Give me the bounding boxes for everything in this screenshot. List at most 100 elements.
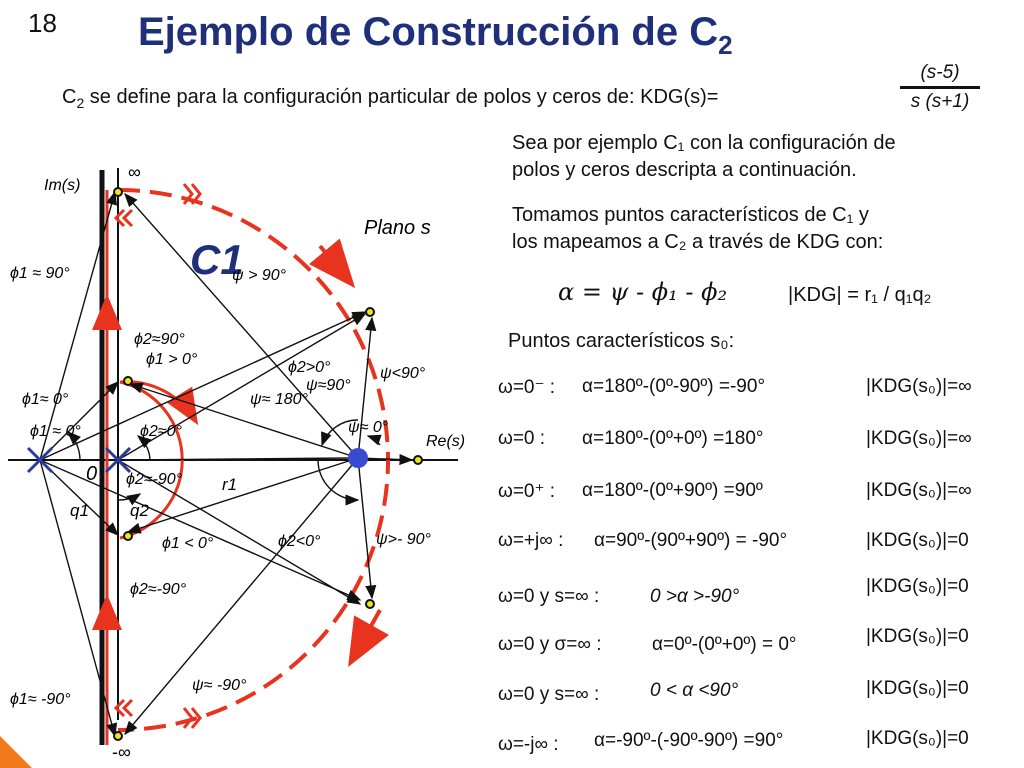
fraction-numerator: (s-5) [900, 62, 980, 89]
vector-q1-lower-small [39, 459, 120, 536]
intro-text: C2 se define para la configuración parti… [62, 86, 718, 111]
row-3-omega: ω=0⁺ : [498, 481, 556, 502]
angle-label-8: ϕ2>0° [288, 359, 331, 376]
vector-r1-lower [357, 457, 377, 600]
vector-q1-bottom [39, 459, 118, 738]
arc-arrow-top [309, 238, 356, 289]
row-7-omega: ω=0 y s=∞ : [498, 684, 600, 705]
row-4-alpha: α=90º-(90º+90º) = -90° [594, 530, 788, 551]
pole-marker-origin [104, 446, 132, 474]
angle-label-9: ψ≈90° [306, 377, 351, 394]
chevron-bottom-left [113, 698, 134, 718]
vector-r1-bottom [124, 457, 359, 736]
vector-r1-base [117, 457, 353, 461]
point-small-lower [123, 531, 133, 541]
paragraph-1-line-1: Sea por ejemplo C₁ con la configuración … [512, 132, 896, 154]
paragraph-2-line-1: Tomamos puntos característicos de C₁ y [512, 204, 869, 226]
paragraph-2-line-2: los mapeamos a C₂ a través de KDG con: [512, 231, 884, 253]
angle-arc-psi-1 [321, 419, 359, 447]
row-5-omega: ω=0 y s=∞ : [498, 586, 600, 607]
row-3-alpha: α=180º-(0º+90º) =90º [582, 480, 763, 501]
chevron-top-left [113, 208, 134, 228]
row-8-omega: ω=-j∞ : [498, 734, 559, 755]
row-2-alpha: α=180º-(0º+0º) =180° [582, 428, 764, 449]
re-label: Re(s) [426, 433, 465, 450]
slide-number: 18 [28, 8, 57, 38]
vector-q1-lower [39, 459, 362, 601]
paragraph-1-line-2: polos y ceros descripta a continuación. [512, 159, 857, 181]
row-3-kdg: |KDG(s₀)|=∞ [866, 480, 972, 501]
row-2-omega: ω=0 : [498, 428, 546, 449]
point-small-upper [123, 376, 133, 386]
page-title: Ejemplo de Construcción de C2 [138, 10, 733, 61]
plano-label: Plano s [364, 217, 431, 239]
vector-r1-mid [357, 316, 377, 459]
row-1-alpha: α=180º-(0º-90º) =-90° [582, 376, 766, 397]
points-heading: Puntos característicos s₀: [508, 330, 735, 352]
point-bottom [113, 731, 123, 741]
row-7-alpha: 0 < α <90° [650, 680, 739, 701]
row-6-alpha: α=0º-(0º+0º) = 0° [652, 634, 797, 655]
origin-label: 0 [86, 463, 97, 485]
angle-label-14: ϕ1 < 0° [162, 535, 214, 552]
point-right [413, 455, 423, 465]
angle-arc-psi-3 [366, 434, 382, 446]
vector-r1-top [124, 192, 359, 459]
paragraph-2: Tomamos puntos característicos de C₁ y l… [512, 202, 883, 256]
row-1-kdg: |KDG(s₀)|=∞ [866, 376, 972, 397]
row-2-kdg: |KDG(s₀)|=∞ [866, 428, 972, 449]
row-5-alpha: 0 >α >-90° [650, 586, 740, 607]
vector-q2-mid [117, 313, 367, 461]
row-6-kdg: |KDG(s₀)|=0 [866, 626, 969, 647]
angle-label-16: ψ>- 90° [376, 531, 432, 548]
chevron-bottom-right [182, 707, 202, 729]
angle-label-13: ϕ2≈-90° [126, 471, 183, 488]
row-8-kdg: |KDG(s₀)|=0 [866, 728, 969, 749]
row-4-kdg: |KDG(s₀)|=0 [866, 530, 969, 551]
vector-q1-upper-small [39, 381, 119, 461]
angle-label-15: ϕ2<0° [278, 533, 321, 550]
angle-label-10: ψ<90° [380, 365, 426, 382]
angle-label-11: ψ≈ 180° [250, 391, 309, 408]
point-top [113, 187, 123, 197]
vector-r1-lower-small [126, 457, 359, 534]
c1-label: C1 [190, 236, 244, 283]
im-label: Im(s) [44, 177, 80, 194]
angle-arc-psi-2 [317, 459, 360, 506]
vector-q2-lower [117, 459, 362, 605]
magnitude-equation: |KDG| = r₁ / q₁q₂ [788, 284, 932, 306]
pole-marker-left [26, 446, 54, 474]
zero-marker [348, 448, 368, 468]
angle-arc-phi2-lower [117, 493, 142, 506]
vector-q1-top [39, 190, 117, 461]
title-text: Ejemplo de Construcción de C [138, 10, 719, 54]
point-lower-arc [365, 599, 375, 609]
q2-label: q2 [130, 501, 149, 520]
angle-label-18: ψ≈ -90° [192, 677, 247, 694]
angle-label-17: ϕ2≈-90° [130, 581, 187, 598]
angle-label-12: ψ≈ 0° [348, 419, 389, 436]
intro-body: se define para la configuración particul… [84, 86, 719, 108]
fraction-denominator: s (s+1) [910, 91, 970, 112]
intro-sub: 2 [76, 95, 85, 111]
vector-q1-mid [39, 311, 367, 461]
corner-decoration [0, 736, 32, 768]
row-1-omega: ω=0⁻ : [498, 377, 556, 398]
q1-label: q1 [70, 501, 89, 520]
chevron-top-right [182, 183, 202, 205]
row-7-kdg: |KDG(s₀)|=0 [866, 678, 969, 699]
inf-top-label: ∞ [128, 162, 141, 182]
angle-label-4: ϕ1 > 0° [146, 351, 198, 368]
contour-large-arc [117, 188, 390, 732]
row-8-alpha: α=-90º-(-90º-90º) =90° [594, 730, 784, 751]
inf-bottom-label: -∞ [112, 742, 131, 762]
intro-c: C [62, 86, 77, 108]
alpha-equation: α = ψ - ϕ₁ - ϕ₂ [558, 278, 728, 306]
angle-label-1: ϕ1 ≈ 90° [10, 265, 70, 282]
angle-label-6: ϕ1 ≈ 0° [30, 423, 81, 440]
angle-arc-phi1 [67, 431, 81, 461]
vector-r1-upper-small [128, 382, 359, 459]
row-6-omega: ω=0 y σ=∞ : [498, 634, 602, 655]
point-upper-arc [365, 307, 375, 317]
